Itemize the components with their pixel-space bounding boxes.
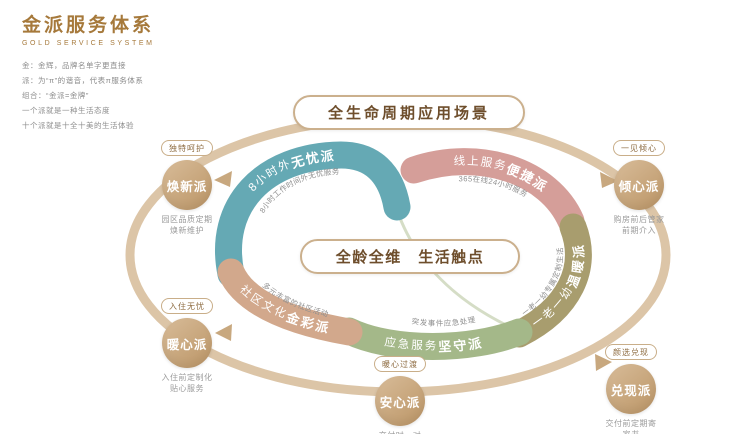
loop-crossing-strand xyxy=(395,209,509,328)
brand-note-line: 派：为“π”的谐音，代表π服务体系 xyxy=(22,76,144,85)
node-nuanxin: 入住无忧 暖心派 入住前定制化贴心服务 xyxy=(142,298,232,394)
brand-note-line: 一个派就是一种生活态度 xyxy=(22,106,110,115)
node-anxin: 暖心过渡 安心派 交付时一对一… xyxy=(355,356,445,434)
lifecycle-scene-pill: 全生命周期应用场景 xyxy=(293,95,525,130)
node-duixian: 颜选兑现 兑现派 交付前定期寄家书 xyxy=(586,344,676,434)
node-qingxin: 一见倾心 倾心派 购房前后管家前期介入 xyxy=(594,140,684,236)
node-caption: 交付时一对一… xyxy=(372,430,428,434)
node-circle: 兑现派 xyxy=(606,364,656,414)
logo-title: 金派服务体系 xyxy=(22,14,155,36)
ring-arrow-icon xyxy=(214,171,232,187)
node-circle: 安心派 xyxy=(375,376,425,426)
segment-band-convenient xyxy=(414,162,571,221)
node-caption: 园区品质定期焕新维护 xyxy=(161,215,213,236)
logo-block: 金派服务体系 GOLD SERVICE SYSTEM xyxy=(22,10,155,47)
life-touchpoint-pill: 全龄全维 生活触点 xyxy=(300,239,520,274)
ring-arrow-icon xyxy=(600,172,618,188)
node-tag: 一见倾心 xyxy=(613,140,665,156)
node-circle: 暖心派 xyxy=(162,318,212,368)
logo-subtitle: GOLD SERVICE SYSTEM xyxy=(22,40,155,47)
node-tag: 暖心过渡 xyxy=(374,356,426,372)
node-huanxin: 独特呵护 焕新派 园区品质定期焕新维护 xyxy=(142,140,232,236)
segment-note-steadfast: 突发事件应急处理 xyxy=(411,315,476,328)
node-caption: 交付前定期寄家书 xyxy=(605,419,657,434)
brand-note-line: 组合：“金派=金牌” xyxy=(22,91,89,100)
node-tag: 独特呵护 xyxy=(161,140,213,156)
node-circle: 倾心派 xyxy=(614,160,664,210)
brand-note-line: 金：金辉，品牌名单字更直接 xyxy=(22,61,126,70)
ring-arrow-icon xyxy=(215,324,232,341)
node-circle: 焕新派 xyxy=(162,160,212,210)
ring-arrow-icon xyxy=(595,354,612,371)
brand-notes: 金：金辉，品牌名单字更直接 派：为“π”的谐音，代表π服务体系 组合：“金派=金… xyxy=(22,58,143,133)
brand-note-line: 十个派就是十全十美的生活体验 xyxy=(22,121,134,130)
node-tag: 入住无忧 xyxy=(161,298,213,314)
node-caption: 入住前定制化贴心服务 xyxy=(161,373,213,394)
node-caption: 购房前后管家前期介入 xyxy=(613,215,665,236)
node-tag: 颜选兑现 xyxy=(605,344,657,360)
